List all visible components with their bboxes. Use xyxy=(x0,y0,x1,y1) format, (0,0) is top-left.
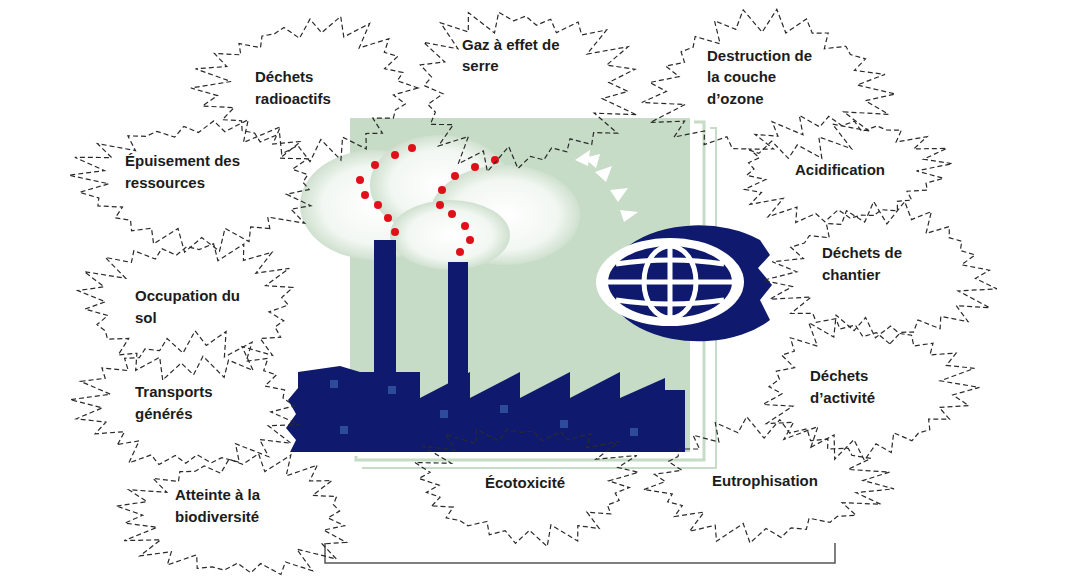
impact-label: Écotoxicité xyxy=(485,472,565,494)
burst-node: Déchets radioactifs xyxy=(190,13,430,163)
burst-outline xyxy=(763,202,997,344)
burst-outline xyxy=(191,16,418,161)
burst-node: Eutrophisation xyxy=(635,416,895,546)
burst-shape xyxy=(402,0,642,177)
burst-node: Transports générés xyxy=(70,328,310,478)
burst-node: Déchets d’activité xyxy=(750,312,980,462)
impact-label: Destruction de la couche d’ozone xyxy=(707,45,827,110)
smoke-clouds xyxy=(300,135,580,270)
burst-outline xyxy=(70,331,299,465)
burst-node: Acidification xyxy=(725,110,955,230)
impact-label: Déchets de chantier xyxy=(822,242,942,286)
sun-rays xyxy=(575,150,638,222)
impact-label: Déchets radioactifs xyxy=(255,66,365,110)
burst-outline xyxy=(644,417,894,543)
burst-node: Épuisement des ressources xyxy=(65,113,335,253)
burst-node: Gaz à effet de serre xyxy=(402,0,642,177)
burst-shape xyxy=(762,200,1002,350)
pollution-dots xyxy=(356,144,499,256)
burst-outline xyxy=(745,115,953,222)
burst-outline xyxy=(415,429,639,546)
burst-node: Occupation du sol xyxy=(70,232,310,382)
globe-symbol xyxy=(596,225,772,341)
burst-shape xyxy=(750,312,980,462)
impact-label: Épuisement des ressources xyxy=(125,150,275,194)
impact-label: Eutrophisation xyxy=(712,470,818,492)
burst-shape xyxy=(70,232,310,382)
impact-label: Transports générés xyxy=(135,381,245,425)
burst-outline xyxy=(78,244,293,380)
burst-outline xyxy=(642,9,896,158)
burst-outline xyxy=(117,454,347,575)
impact-label: Gaz à effet de serre xyxy=(462,34,582,78)
burst-shape xyxy=(190,13,430,163)
burst-node: Déchets de chantier xyxy=(762,200,1002,350)
impact-label: Déchets d’activité xyxy=(810,365,920,409)
burst-shape xyxy=(70,328,310,478)
impact-label: Occupation du sol xyxy=(135,285,245,329)
burst-outline xyxy=(420,12,636,172)
burst-node: Atteinte à la biodiversité xyxy=(115,449,365,576)
impact-label: Atteinte à la biodiversité xyxy=(175,484,305,528)
burst-outline xyxy=(69,120,311,253)
factory-windows xyxy=(330,380,638,436)
burst-outline xyxy=(763,315,979,460)
bracket-line xyxy=(325,543,835,563)
burst-node: Écotoxicité xyxy=(400,418,650,548)
impact-label: Acidification xyxy=(795,159,885,181)
